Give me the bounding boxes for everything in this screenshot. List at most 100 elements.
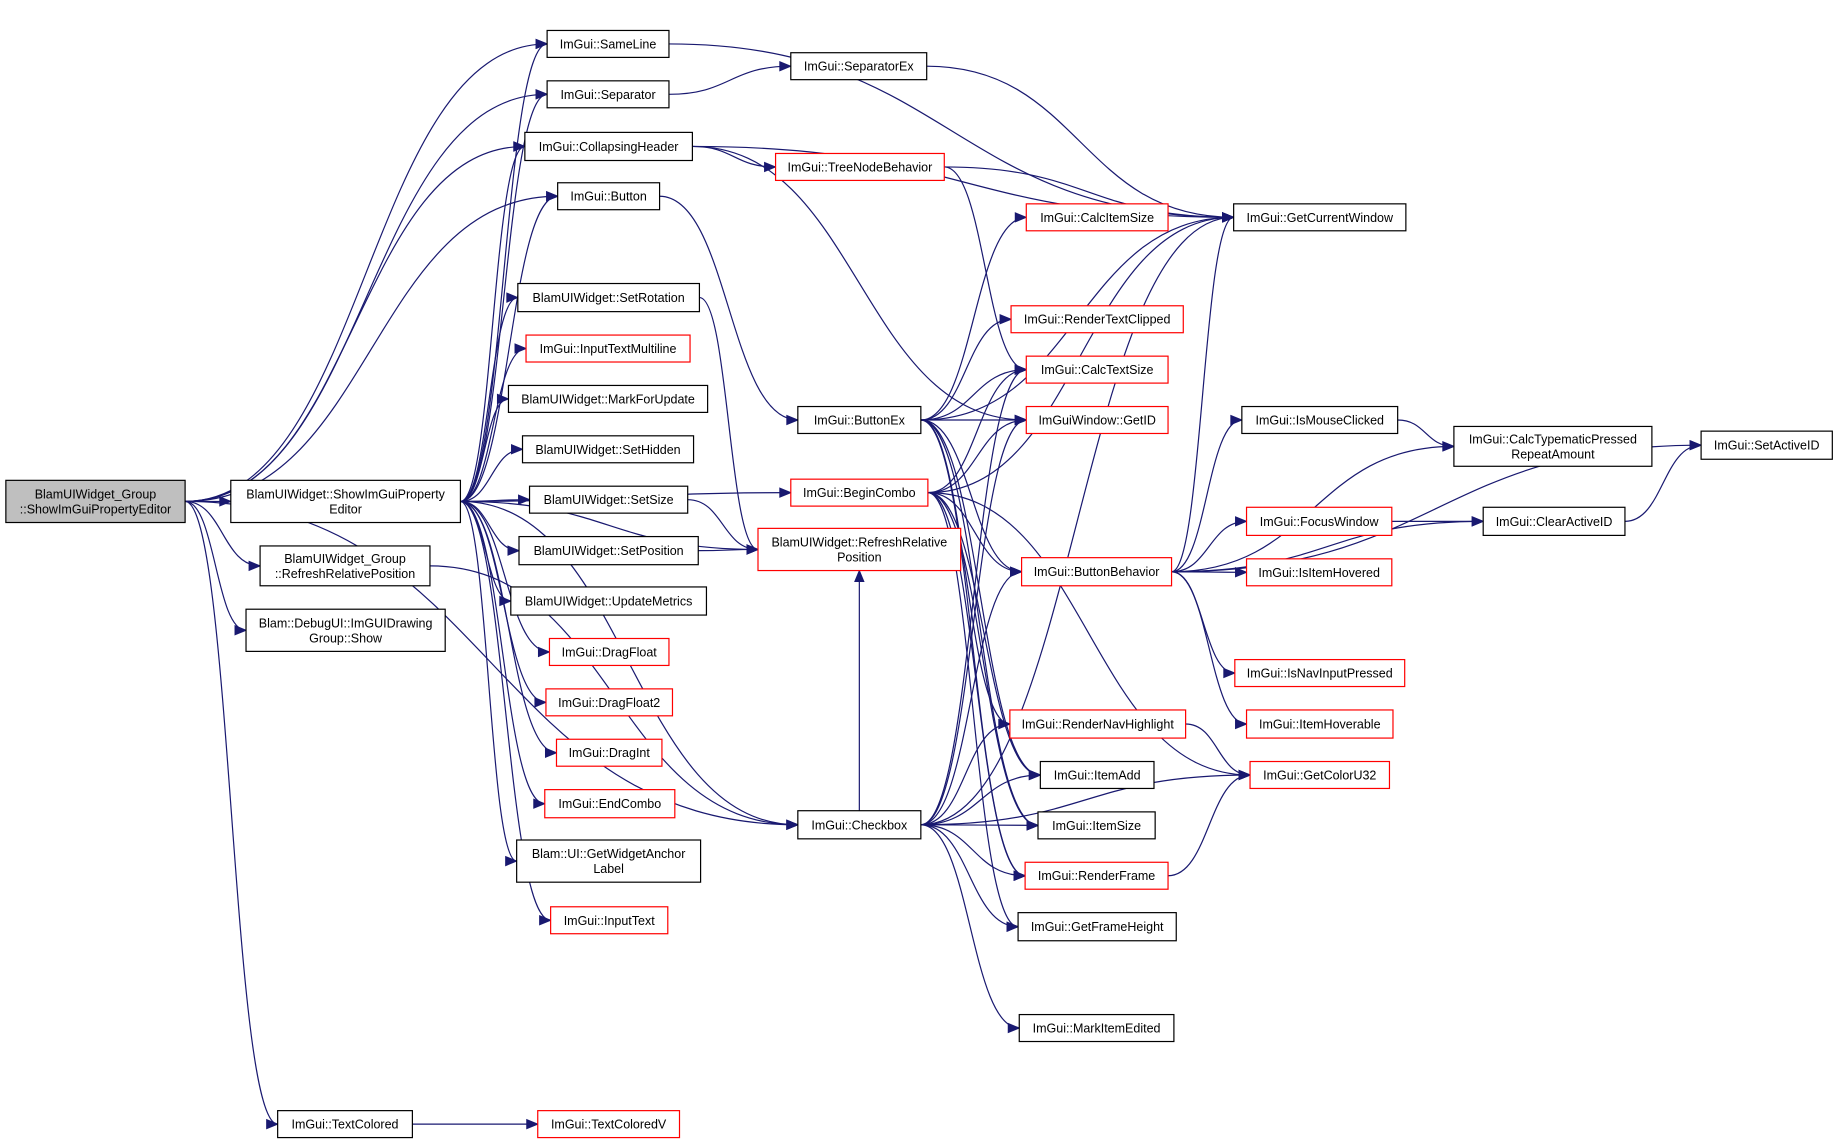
edge-line [920,419,1039,826]
arrowhead-icon [1014,414,1028,426]
node-calctextsize[interactable]: ImGui::CalcTextSize [1025,355,1169,384]
node-separatorex[interactable]: ImGui::SeparatorEx [790,52,928,81]
node-label: Label [593,862,624,876]
node-begincombo[interactable]: ImGui::BeginCombo [790,478,929,507]
node-itemsize[interactable]: ImGui::ItemSize [1037,811,1156,840]
arrowhead-icon [786,819,800,831]
node-label: ImGui::EndCombo [558,797,661,811]
node-label: BlamUIWidget::SetPosition [534,544,684,558]
node-isitemhovered[interactable]: ImGui::IsItemHovered [1245,558,1393,587]
node-windowgetid[interactable]: ImGuiWindow::GetID [1025,405,1169,435]
edge-line [927,492,1041,776]
node-itemhoverable[interactable]: ImGui::ItemHoverable [1245,709,1394,739]
node-label: ::RefreshRelativePosition [275,567,415,581]
node-separator[interactable]: ImGui::Separator [546,80,670,109]
node-collapsing[interactable]: ImGui::CollapsingHeader [524,131,693,162]
node-clearactiveid[interactable]: ImGui::ClearActiveID [1482,506,1626,537]
node-box [1233,203,1407,232]
node-inputtextml[interactable]: ImGui::InputTextMultiline [525,334,691,363]
call-edge-root-to-debugshow [185,500,248,636]
node-dragfloat2[interactable]: ImGui::DragFloat2 [545,688,674,717]
node-itemadd[interactable]: ImGui::ItemAdd [1039,760,1155,790]
edge-line [920,723,1010,826]
node-checkbox[interactable]: ImGui::Checkbox [797,810,922,840]
node-calcitemsize[interactable]: ImGui::CalcItemSize [1025,203,1169,232]
node-setsize[interactable]: BlamUIWidget::SetSize [528,485,689,514]
node-textcolored[interactable]: ImGui::TextColored [277,1110,413,1139]
edge-line [920,774,1041,826]
node-inputtext[interactable]: ImGui::InputText [550,906,669,935]
node-ismouseclicked[interactable]: ImGui::IsMouseClicked [1241,405,1399,435]
node-sethidden[interactable]: BlamUIWidget::SetHidden [521,435,695,464]
arrowhead-icon [534,697,548,708]
edge-line [460,347,527,503]
node-label: ImGui::GetFrameHeight [1031,920,1164,934]
node-markforupdate[interactable]: BlamUIWidget::MarkForUpdate [507,384,709,413]
node-setrotation[interactable]: BlamUIWidget::SetRotation [517,282,701,313]
node-box [1009,709,1187,739]
edge-line [1171,571,1247,725]
edge-line [460,43,548,503]
node-box [1024,861,1169,890]
node-dragfloat[interactable]: ImGui::DragFloat [548,637,670,667]
edge-line [692,145,776,168]
call-edge-showimgui-to-sethidden [460,444,524,503]
node-textcoloredv[interactable]: ImGui::TextColoredV [537,1110,681,1139]
node-refreshgroup[interactable]: BlamUIWidget_Group::RefreshRelativePosit… [259,545,431,587]
edge-line [920,419,1026,877]
node-renderframe[interactable]: ImGui::RenderFrame [1024,861,1169,890]
edge-line [920,419,1027,826]
node-rendernav[interactable]: ImGui::RenderNavHighlight [1009,709,1187,739]
edge-line [920,369,1027,826]
node-label: BlamUIWidget::MarkForUpdate [521,392,695,406]
edge-line [927,216,1234,494]
arrowhead-icon [1028,769,1042,781]
node-isnavinput[interactable]: ImGui::IsNavInputPressed [1234,658,1406,688]
node-box [1010,305,1184,334]
edge-line [927,492,1039,826]
node-dragint[interactable]: ImGui::DragInt [555,738,663,767]
node-label: ImGui::ItemAdd [1054,768,1141,782]
node-buttonbehavior[interactable]: ImGui::ButtonBehavior [1020,557,1173,587]
edge-line [927,369,1027,494]
arrowhead-icon [526,1118,540,1130]
call-edge-separator-to-separatorex [668,60,793,95]
node-setactiveid[interactable]: ImGui::SetActiveID [1700,430,1833,460]
node-button[interactable]: ImGui::Button [557,182,661,211]
function-nodes: BlamUIWidget_Group::ShowImGuiPropertyEdi… [5,29,1833,1139]
node-root[interactable]: BlamUIWidget_Group::ShowImGuiPropertyEdi… [5,479,186,524]
call-edge-buttonbehavior-to-ismouseclicked [1171,414,1244,573]
node-showimgui[interactable]: BlamUIWidget::ShowImGuiPropertyEditor [230,479,462,524]
edge-line [927,492,1022,573]
node-box [1482,506,1626,537]
arrowhead-icon [1026,820,1040,831]
node-label: BlamUIWidget::SetSize [544,493,674,507]
call-edge-treenode-to-calctextsize [944,166,1028,375]
node-getcoloru32[interactable]: ImGui::GetColorU32 [1249,760,1391,790]
node-box [548,637,670,667]
arrowhead-icon [1006,921,1020,932]
node-markitemedited[interactable]: ImGui::MarkItemEdited [1018,1013,1175,1043]
node-focuswindow[interactable]: ImGui::FocusWindow [1245,506,1393,537]
node-rendertextclipped[interactable]: ImGui::RenderTextClipped [1010,305,1184,334]
call-edge-showimgui-to-button [460,190,559,503]
node-endcombo[interactable]: ImGui::EndCombo [544,789,676,819]
arrowhead-icon [514,343,528,354]
node-buttonex[interactable]: ImGui::ButtonEx [797,405,922,435]
node-sameline[interactable]: ImGui::SameLine [546,29,670,59]
call-edge-collapsing-to-windowgetid [692,145,1028,426]
node-label: ImGui::BeginCombo [803,486,916,500]
node-refreshrel[interactable]: BlamUIWidget::RefreshRelativePosition [757,527,962,572]
node-treenode[interactable]: ImGui::TreeNodeBehavior [774,152,945,182]
node-setposition[interactable]: BlamUIWidget::SetPosition [518,535,699,566]
node-updatemetrics[interactable]: BlamUIWidget::UpdateMetrics [510,586,708,616]
node-getframeheight[interactable]: ImGui::GetFrameHeight [1017,912,1177,942]
node-label: ImGui::FocusWindow [1260,515,1380,529]
node-getcurrentwindow[interactable]: ImGui::GetCurrentWindow [1233,203,1407,232]
arrowhead-icon [779,487,793,498]
node-box [507,384,709,413]
arrowhead-icon [544,747,558,758]
